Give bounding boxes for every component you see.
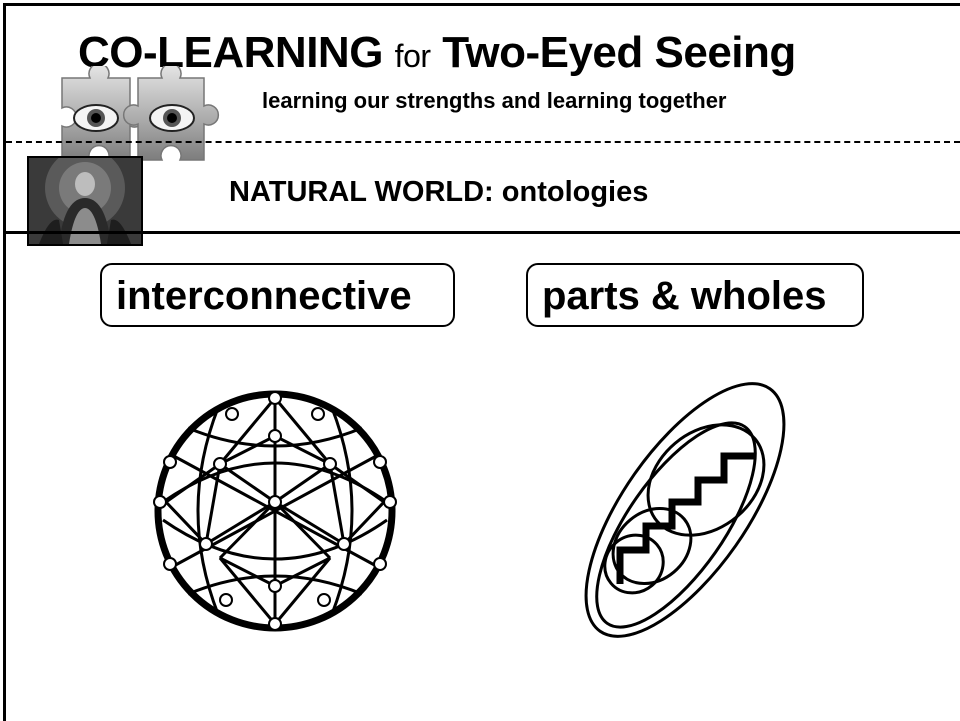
concept-label-interconnective: interconnective bbox=[100, 263, 455, 327]
title-part2: Two-Eyed Seeing bbox=[442, 28, 796, 77]
title-for: for bbox=[394, 38, 431, 74]
right-eye-icon bbox=[149, 104, 195, 132]
puzzle-eyes-icon bbox=[61, 66, 220, 161]
artwork-figures-icon bbox=[29, 158, 141, 244]
slide-title: CO-LEARNING for Two-Eyed Seeing bbox=[78, 28, 796, 78]
left-eye-icon bbox=[73, 104, 119, 132]
dashed-divider bbox=[6, 141, 960, 143]
title-part1: CO-LEARNING bbox=[78, 28, 383, 77]
header-divider bbox=[6, 231, 960, 234]
geodesic-sphere-icon bbox=[153, 390, 397, 632]
nested-ovals-icon bbox=[584, 382, 786, 638]
section-title: NATURAL WORLD: ontologies bbox=[229, 176, 649, 208]
concept-label-parts-wholes: parts & wholes bbox=[526, 263, 864, 327]
subtitle: learning our strengths and learning toge… bbox=[262, 88, 727, 113]
slide-frame bbox=[3, 3, 960, 721]
